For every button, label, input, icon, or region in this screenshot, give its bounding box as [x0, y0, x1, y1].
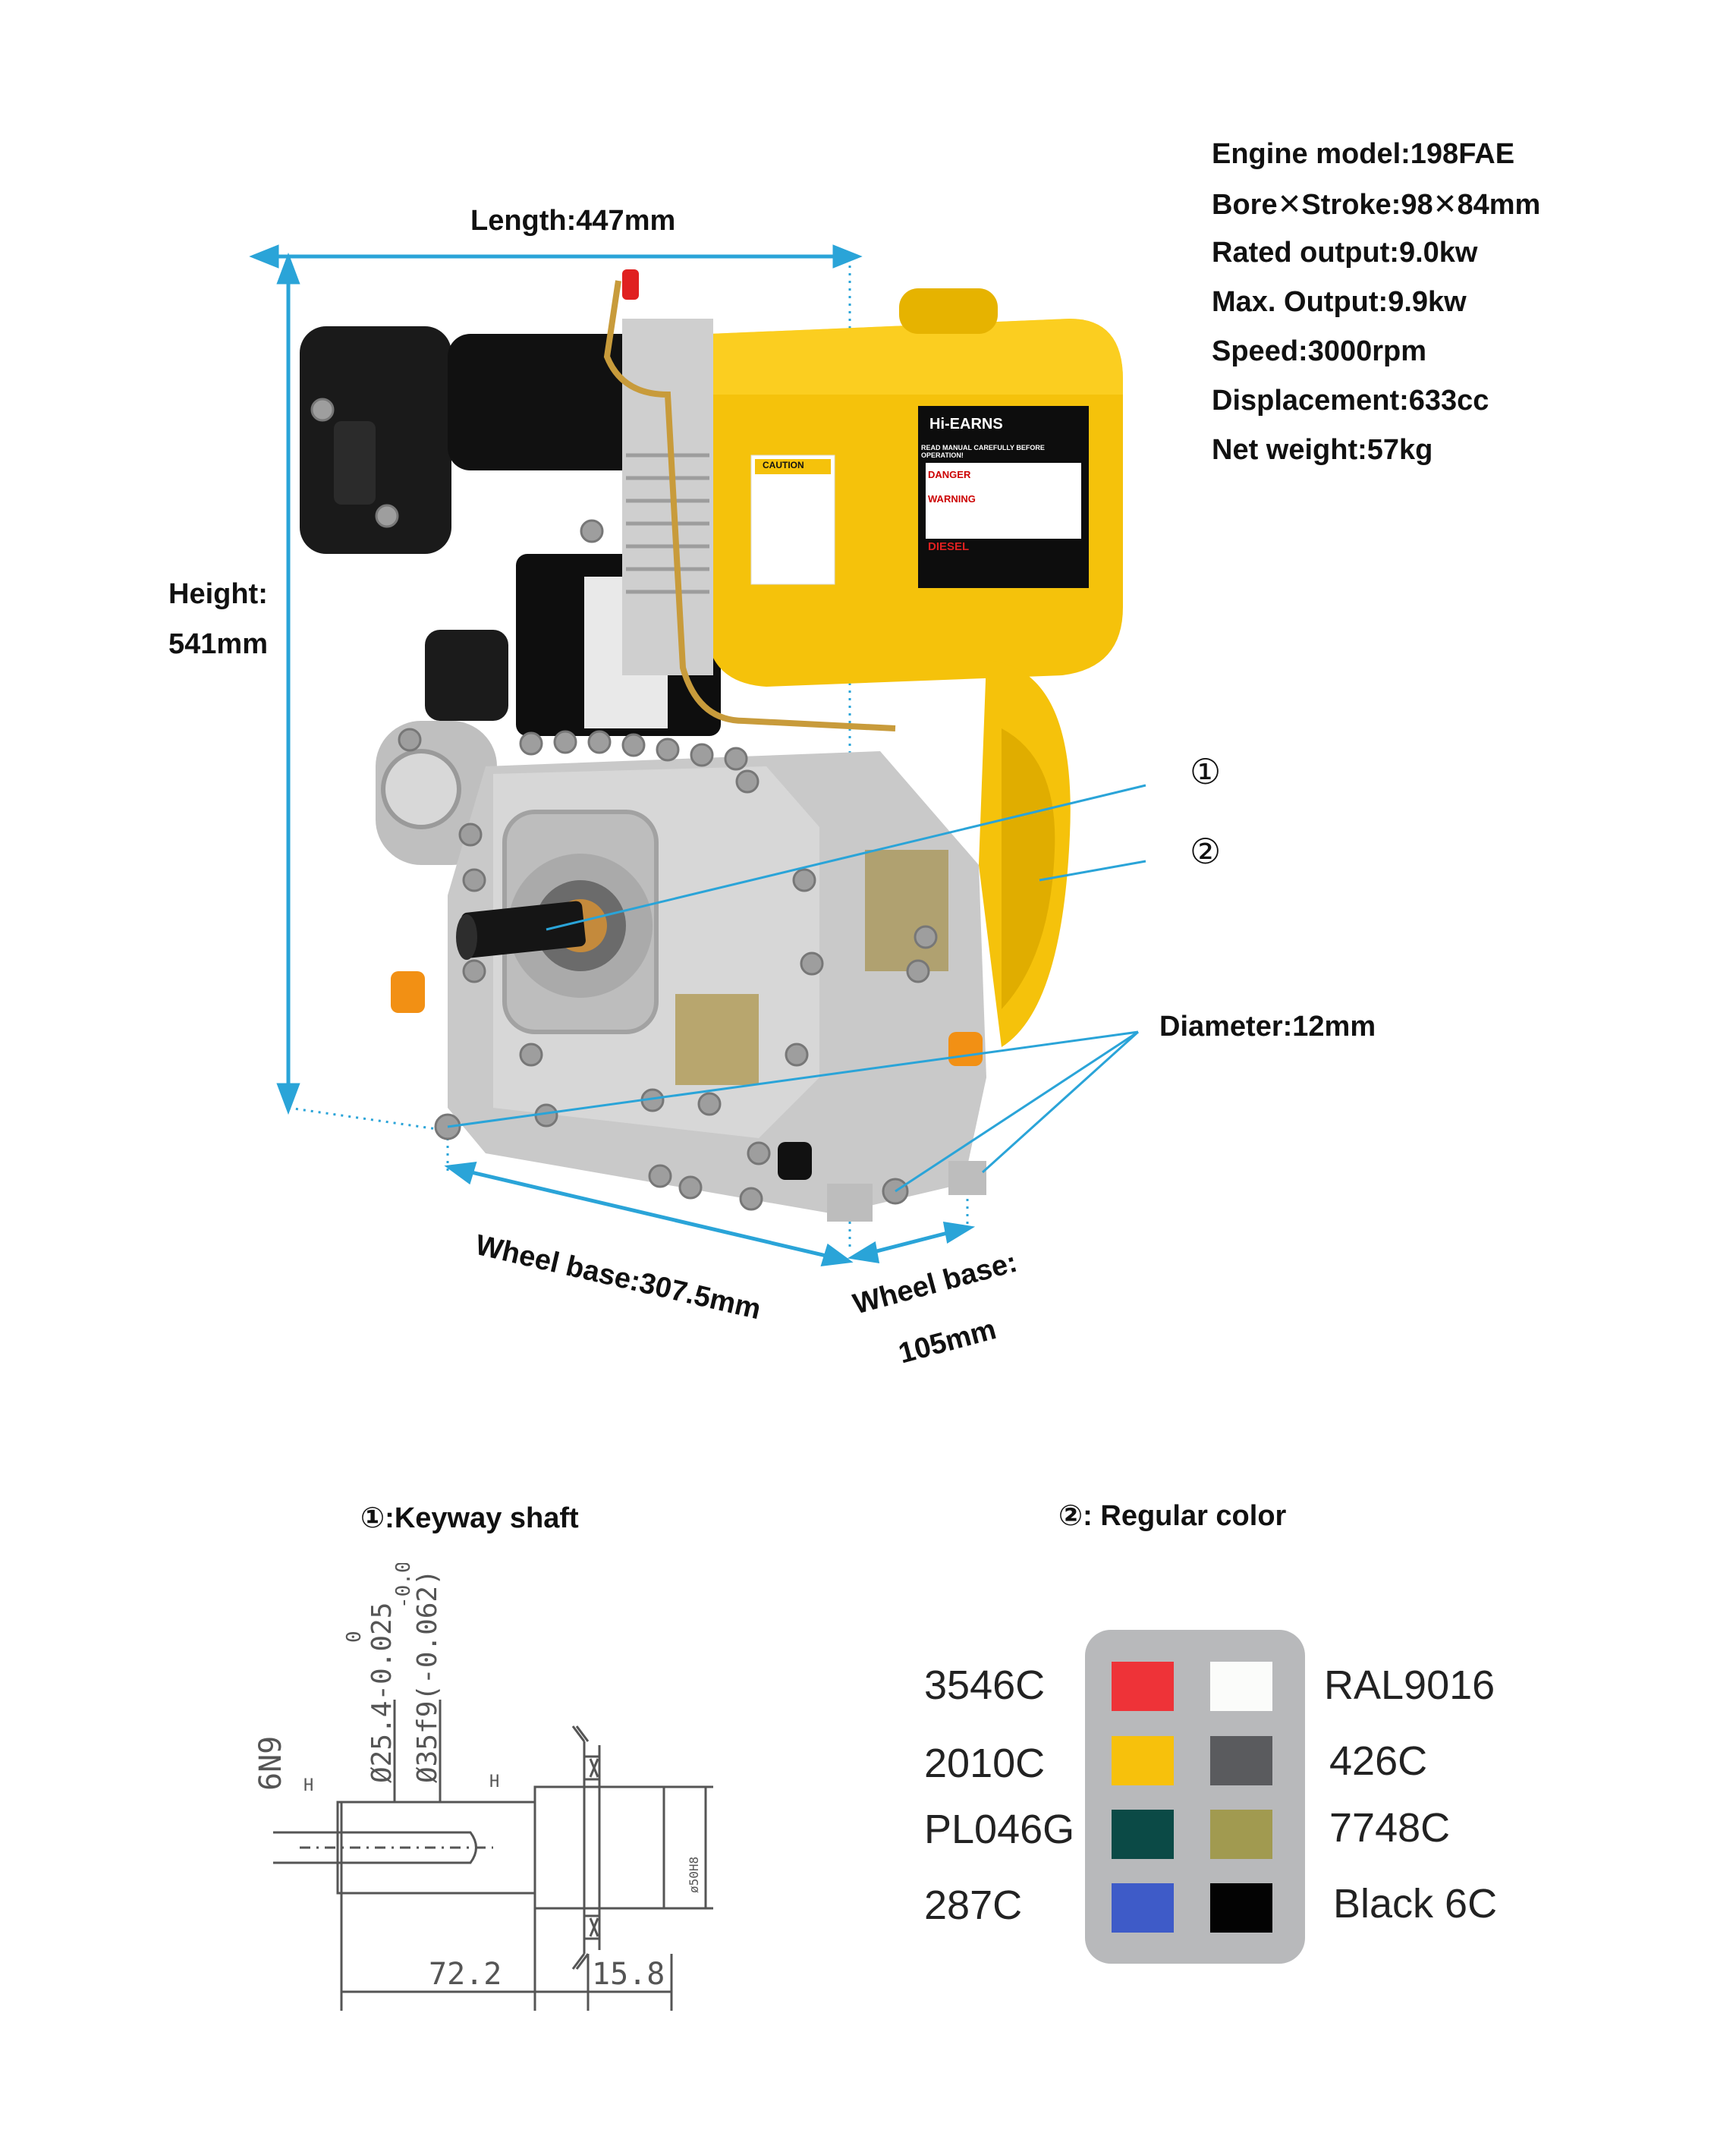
engine-illustration: [249, 244, 1146, 1266]
engine-danger-label: DANGER: [928, 469, 971, 480]
callout-2-marker: ②: [1190, 832, 1222, 871]
color-code-ral9016: RAL9016: [1324, 1662, 1495, 1708]
height-label-line2: 541mm: [168, 628, 268, 660]
colors-title: ②: Regular color: [1058, 1500, 1287, 1532]
engine-diesel-label: DIESEL: [928, 540, 970, 553]
engine-read-manual-label: READ MANUAL CAREFULLY BEFORE OPERATION!: [921, 444, 1045, 459]
keyway-dim-hole: ø50H8: [687, 1857, 701, 1893]
spec-max-output: Max. Output:9.9kw: [1212, 286, 1467, 318]
spec-rated-output: Rated output:9.0kw: [1212, 237, 1478, 269]
swatch-pl046g: [1112, 1810, 1174, 1859]
swatch-287c: [1112, 1883, 1174, 1933]
engine-body: [300, 269, 1123, 1222]
keyway-dim-h1: H: [303, 1776, 313, 1795]
keyway-drawing: 72.2 15.8 6N9 H H Ø25.4-0.025 0 Ø35f9(-0…: [253, 1563, 713, 2011]
engine-caution-label: CAUTION: [763, 460, 804, 470]
diameter-label: Diameter:12mm: [1159, 1011, 1376, 1043]
color-code-7748c: 7748C: [1329, 1805, 1451, 1851]
color-code-pl046g: PL046G: [924, 1807, 1075, 1852]
spec-engine-model: Engine model:198FAE: [1212, 138, 1515, 170]
color-code-426c: 426C: [1329, 1738, 1428, 1784]
callout-1-marker: ①: [1190, 752, 1222, 791]
color-code-2010c: 2010C: [924, 1741, 1046, 1786]
spec-bore-stroke: Bore✕Stroke:98✕84mm: [1212, 189, 1541, 221]
spec-displacement: Displacement:633cc: [1212, 385, 1489, 417]
color-code-3546c: 3546C: [924, 1662, 1046, 1708]
keyway-dim-6n9: 6N9: [253, 1736, 288, 1791]
keyway-dim-15: 15.8: [592, 1957, 665, 1992]
keyway-title: ①:Keyway shaft: [360, 1502, 579, 1534]
keyway-dim-shaft-top: -0.04: [392, 1563, 415, 1609]
callout-leaders: [447, 784, 1146, 1193]
swatch-3546c: [1112, 1662, 1174, 1711]
swatch-2010c: [1112, 1736, 1174, 1785]
keyway-dim-bore-top: 0: [343, 1631, 366, 1643]
swatch-ral9016: [1210, 1662, 1272, 1711]
keyway-dim-h2: H: [489, 1772, 499, 1791]
color-code-287c: 287C: [924, 1883, 1023, 1928]
spec-speed: Speed:3000rpm: [1212, 335, 1427, 367]
engine-brand-label: Hi-EARNS: [929, 416, 1003, 432]
dimension-arrows: [249, 244, 976, 1266]
swatch-7748c: [1210, 1810, 1272, 1859]
spec-list: Engine model:198FAE Bore✕Stroke:98✕84mm …: [1212, 138, 1540, 483]
length-label: Length:447mm: [470, 205, 676, 237]
spec-net-weight: Net weight:57kg: [1212, 434, 1433, 466]
keyway-dim-72: 72.2: [429, 1957, 502, 1992]
color-code-black-6c: Black 6C: [1333, 1881, 1498, 1927]
swatch-black-6c: [1210, 1883, 1272, 1933]
height-label-line1: Height:: [168, 578, 268, 610]
swatch-426c: [1210, 1736, 1272, 1785]
keyway-dim-shaft: Ø35f9(-0.062): [412, 1569, 443, 1783]
keyway-dim-bore: Ø25.4-0.025: [366, 1603, 398, 1783]
engine-warning-label: WARNING: [928, 493, 976, 505]
